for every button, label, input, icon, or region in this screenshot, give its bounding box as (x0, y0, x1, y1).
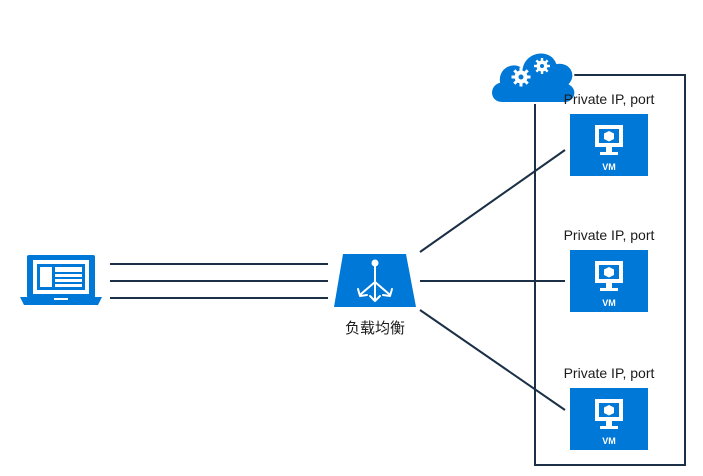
cloud-gear-icon (490, 51, 577, 105)
vm-tile: VM (570, 114, 648, 176)
vm-label: VM (602, 162, 616, 172)
vm-label: VM (602, 298, 616, 308)
monitor-cube-icon (595, 399, 623, 429)
vm-label: VM (602, 436, 616, 446)
vm-endpoint-label: Private IP, port (564, 365, 655, 381)
vm-endpoint-label: Private IP, port (564, 91, 655, 107)
connection-line (419, 149, 566, 253)
vm-endpoint-label: Private IP, port (564, 227, 655, 243)
load-balancer-label: 负载均衡 (345, 320, 405, 337)
connection-line (419, 309, 566, 411)
vm-tile: VM (570, 388, 648, 450)
client-to-lb-connections (110, 263, 328, 299)
load-balancer-icon (334, 254, 416, 307)
vm-tile: VM (570, 250, 648, 312)
laptop-icon (20, 255, 102, 305)
cloud-service-boundary (534, 74, 686, 466)
monitor-cube-icon (595, 125, 623, 155)
monitor-cube-icon (595, 261, 623, 291)
lb-to-vm-connections (419, 149, 566, 411)
